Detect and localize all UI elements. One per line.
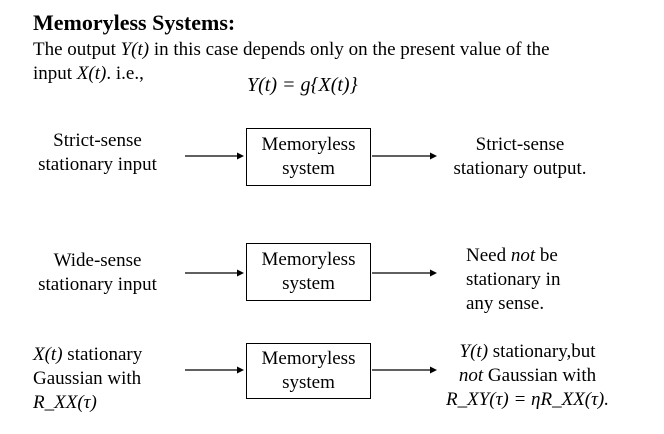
intro-line-2: input X(t). i.e., [33,63,144,84]
row1-input-label: Strict-sense stationary input [38,130,157,175]
row2-memoryless-box: Memoryless system [246,243,371,301]
row2-input-label: Wide-sense stationary input [38,250,157,295]
intro-text: The output Y(t) in this case depends onl… [33,38,550,86]
row1-memoryless-box: Memoryless system [246,128,371,186]
row1-input-arrow [185,152,244,160]
equation: Y(t) = g{X(t)} [247,74,358,96]
row2-output-label: Need not be stationary in any sense. [466,245,561,314]
row3-input-arrow [185,366,244,374]
slide-title: Memoryless Systems: [33,10,236,35]
row1-output-label: Strict-sense stationary output. [453,134,587,179]
row3-input-label: X(t) stationary Gaussian with R_XX(τ) [33,344,143,413]
row3-output-label: Y(t) stationary,but not Gaussian with R_… [445,341,609,410]
row2-input-arrow [185,269,244,277]
row3-memoryless-box: Memoryless system [246,343,371,399]
row3-output-arrow [372,366,437,374]
row1-output-arrow [372,152,437,160]
row2-output-arrow [372,269,437,277]
intro-line-1: The output Y(t) in this case depends onl… [33,39,550,60]
